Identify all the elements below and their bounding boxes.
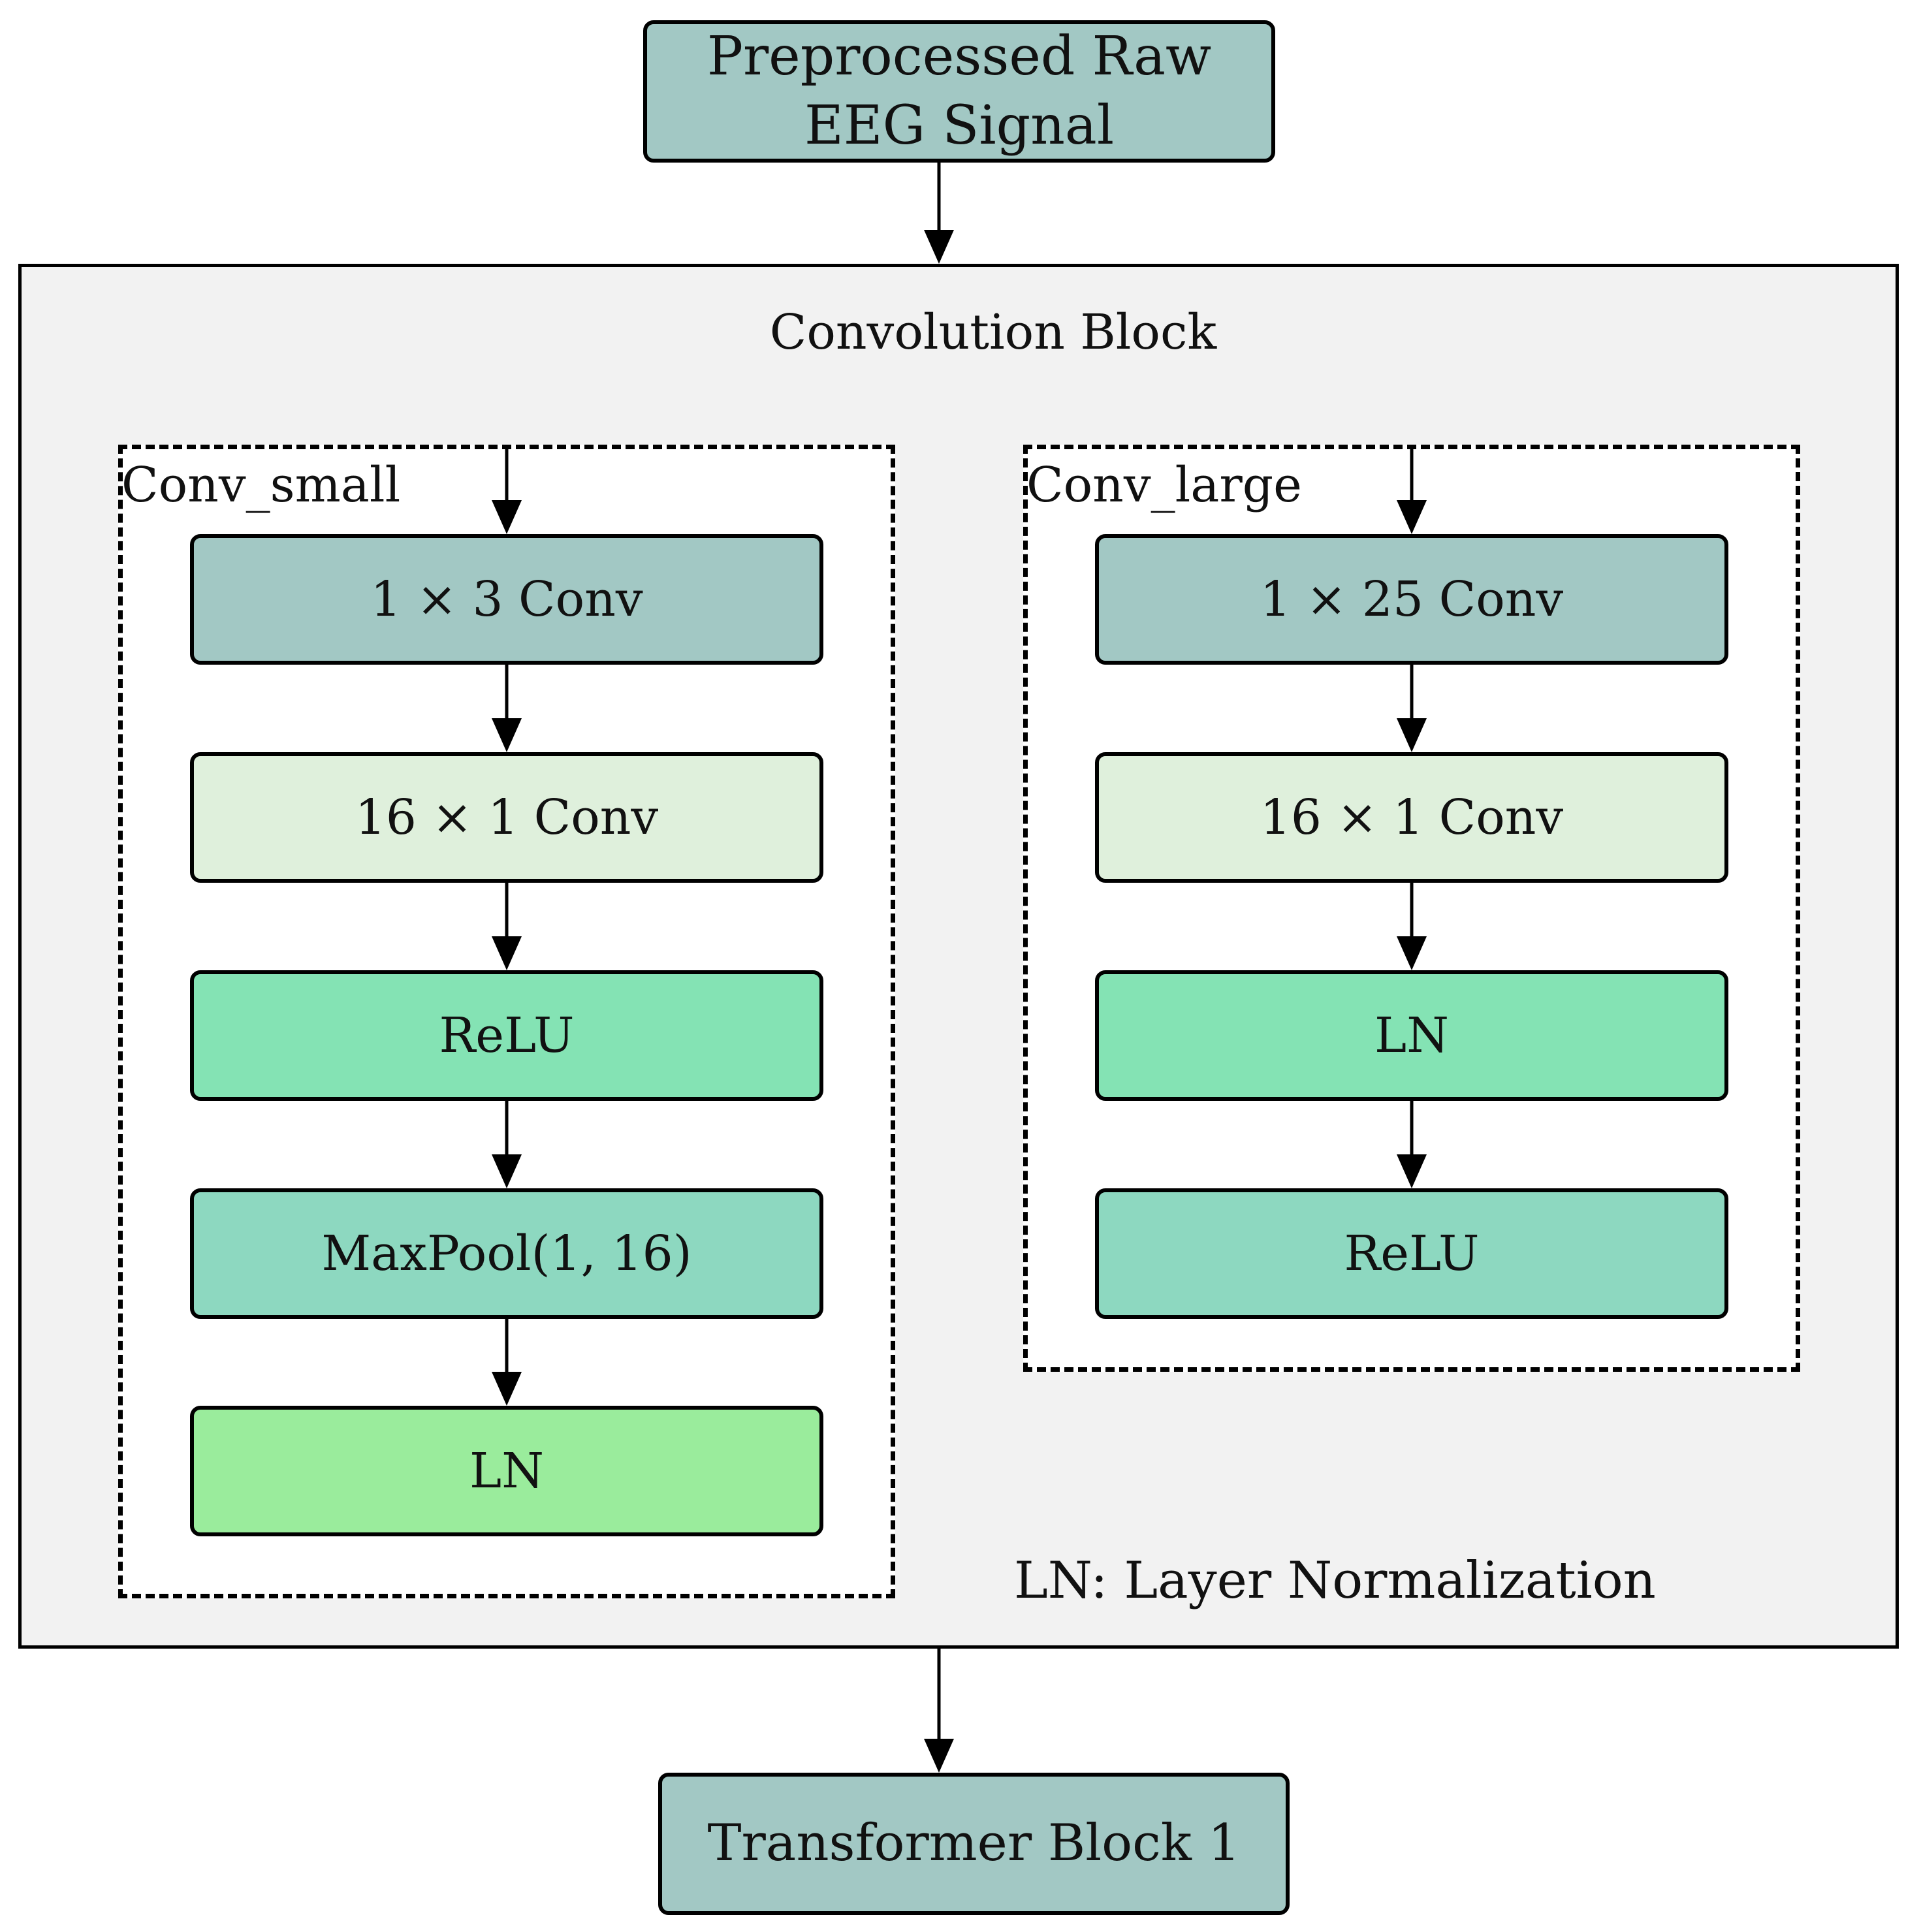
conv-small-layer-3: ReLU — [190, 970, 823, 1101]
output-node: Transformer Block 1 — [658, 1773, 1290, 1915]
input-node-line2: EEG Signal — [804, 95, 1115, 157]
conv-small-layer-2: 16 × 1 Conv — [190, 752, 823, 883]
convolution-block-title: Convolution Block — [769, 304, 1217, 360]
legend-note: LN: Layer Normalization — [1014, 1551, 1656, 1610]
conv-large-layer-1: 1 × 25 Conv — [1095, 534, 1728, 665]
conv-large-layer-2: 16 × 1 Conv — [1095, 752, 1728, 883]
conv-large-layer-4: ReLU — [1095, 1188, 1728, 1319]
conv-large-label: Conv_large — [1026, 457, 1302, 513]
input-node: Preprocessed Raw EEG Signal — [643, 20, 1275, 163]
arrowhead-block-to-output — [924, 1739, 954, 1773]
input-node-line1: Preprocessed Raw — [706, 25, 1212, 87]
conv-small-layer-5: LN — [190, 1406, 823, 1536]
conv-small-layer-4: MaxPool(1, 16) — [190, 1188, 823, 1319]
conv-small-label: Conv_small — [121, 457, 401, 513]
arrowhead-input-to-block — [924, 230, 954, 264]
conv-large-layer-3: LN — [1095, 970, 1728, 1101]
conv-small-layer-1: 1 × 3 Conv — [190, 534, 823, 665]
